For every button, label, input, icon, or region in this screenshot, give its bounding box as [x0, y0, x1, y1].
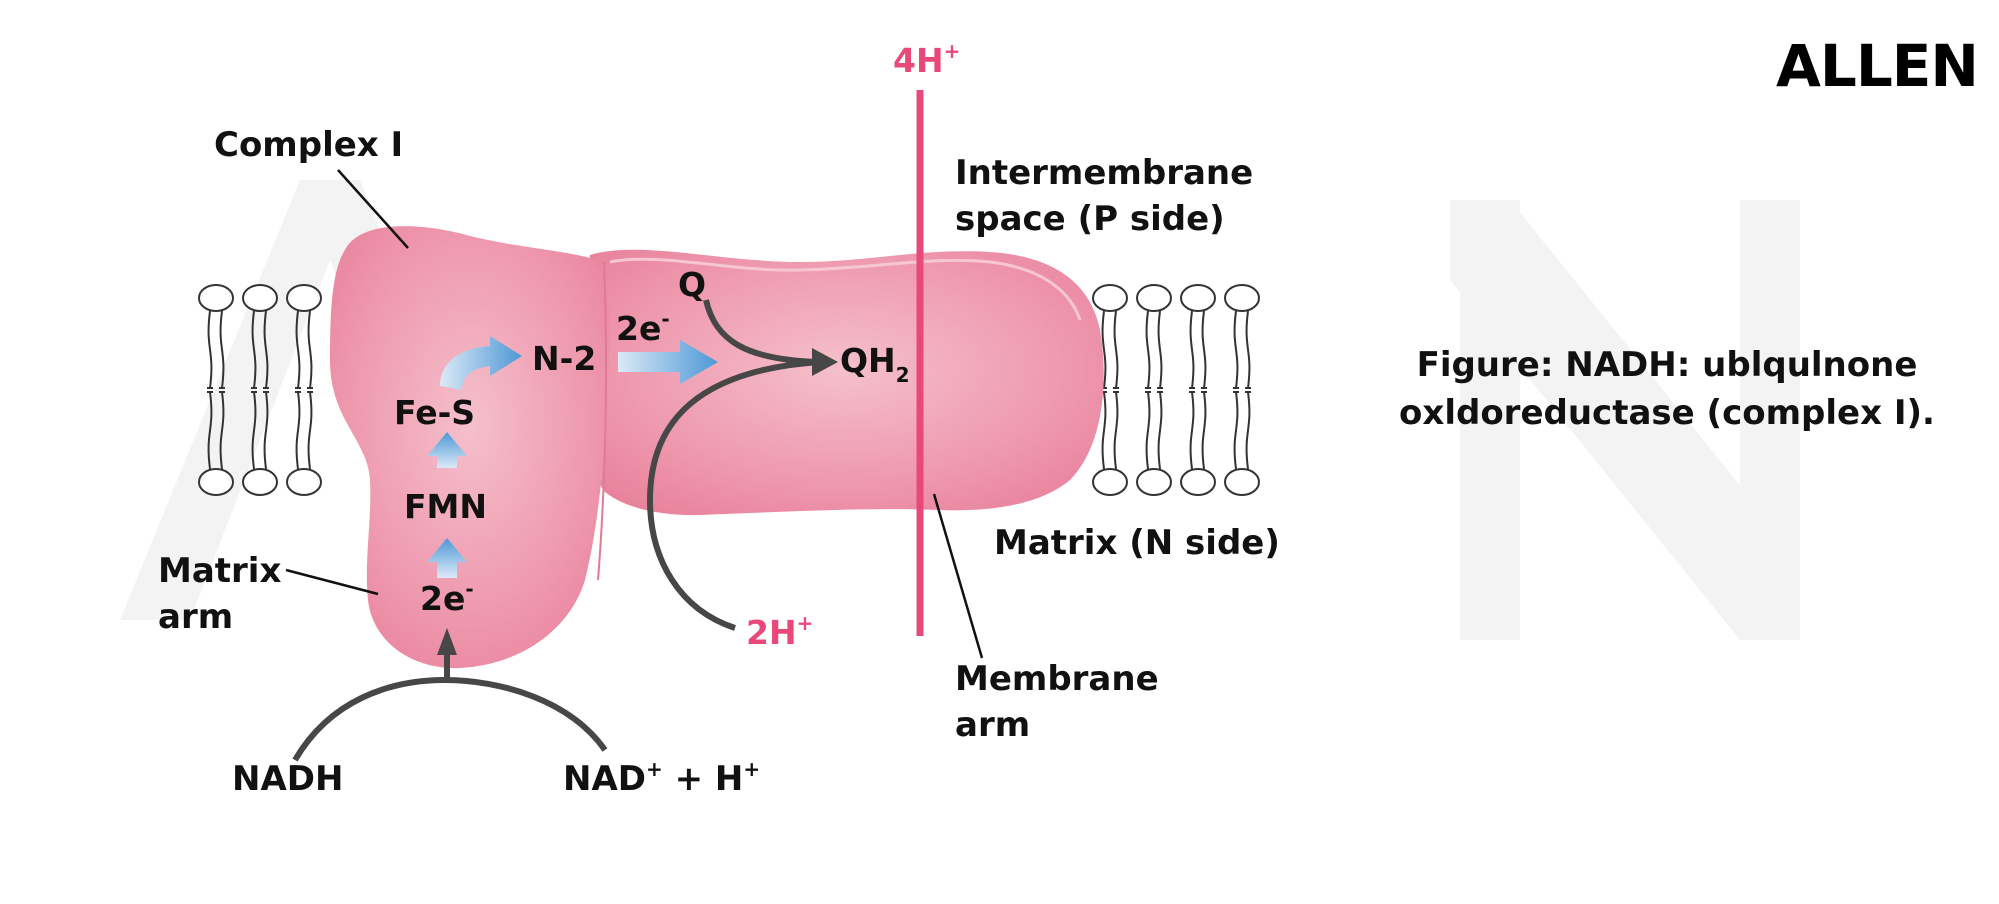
proton-top-text: 4H	[893, 41, 944, 80]
proton-low-text: 2H	[746, 613, 797, 652]
fes-to-n2-arrow	[440, 336, 522, 390]
figure-caption-line1: Figure: NADH: ublqulnone	[1417, 345, 1918, 385]
qh2-text: QH	[840, 341, 896, 380]
qh2-arrowhead	[812, 348, 838, 376]
membrane-arm-shape	[585, 249, 1104, 516]
fmn-label: FMN	[404, 487, 487, 526]
figure-caption-line2: oxldoreductase (complex I).	[1399, 393, 1935, 433]
membrane-arm-label-line1: Membrane	[955, 659, 1159, 699]
electrons-mid-sup: -	[661, 307, 669, 331]
phospholipid	[286, 391, 322, 496]
lipid-bilayer-left	[198, 284, 322, 496]
proton-low-sup: +	[797, 611, 814, 635]
proton-top-sup: +	[944, 39, 961, 63]
nadh-label: NADH	[232, 759, 343, 799]
proton-low-label: 2H+	[746, 611, 813, 652]
nad-sup: +	[646, 757, 663, 781]
q-to-qh2-arrow	[703, 299, 821, 365]
n2-label: N-2	[532, 339, 596, 378]
phospholipid	[1136, 284, 1172, 389]
fmn-up-arrow	[427, 538, 467, 578]
membrane-arm-label-line2: arm	[955, 705, 1030, 745]
electrons-mid-label: 2e-	[616, 307, 670, 348]
phospholipid	[1092, 391, 1128, 496]
qh2-sub: 2	[896, 363, 910, 387]
fes-up-arrow	[427, 432, 467, 468]
nad-text: NAD	[563, 759, 646, 799]
electron-entry-arrowhead	[437, 628, 457, 655]
phospholipid	[286, 284, 322, 389]
phospholipid	[198, 284, 234, 389]
complex-leader	[337, 169, 409, 249]
phospholipid	[198, 391, 234, 496]
phospholipid	[1224, 391, 1260, 496]
electrons-low-sup: -	[465, 577, 473, 601]
proton-uptake-arrow	[646, 359, 821, 631]
electrons-low-label: 2e-	[420, 577, 474, 618]
nadh-oxidation-arrow	[292, 676, 608, 762]
lipid-bilayer-right	[1092, 284, 1260, 496]
nad-plus-text: + H	[663, 759, 744, 799]
q-label: Q	[678, 265, 706, 304]
brand-logo: ALLEN	[1776, 32, 1978, 100]
phospholipid	[1180, 391, 1216, 496]
phospholipid	[1136, 391, 1172, 496]
phospholipid	[1224, 284, 1260, 389]
proton-top-label: 4H+	[893, 39, 960, 80]
n2-to-q-arrow	[618, 340, 718, 384]
phospholipid	[242, 391, 278, 496]
nad-label: NAD+ + H+	[563, 757, 760, 799]
phospholipid	[1180, 284, 1216, 389]
matrix-arm-label-line1: Matrix	[158, 551, 281, 591]
protein-seam	[597, 261, 607, 581]
intermembrane-label-line2: space (P side)	[955, 199, 1225, 239]
phospholipid	[1092, 284, 1128, 389]
qh2-label: QH2	[840, 341, 910, 387]
fes-label: Fe-S	[394, 393, 475, 432]
electrons-low-text: 2e	[420, 579, 465, 618]
matrix-side-label: Matrix (N side)	[994, 523, 1280, 563]
matrix-arm-shape	[330, 226, 610, 669]
membrane-arm-leader	[932, 493, 984, 659]
nad-plus-sup: +	[743, 757, 760, 781]
matrix-arm-leader	[285, 568, 379, 596]
complex-label: Complex I	[214, 125, 403, 165]
electrons-mid-text: 2e	[616, 309, 661, 348]
phospholipid	[242, 284, 278, 389]
intermembrane-label-line1: Intermembrane	[955, 153, 1253, 193]
matrix-arm-label-line2: arm	[158, 597, 233, 637]
protein-top-edge	[609, 257, 1082, 321]
